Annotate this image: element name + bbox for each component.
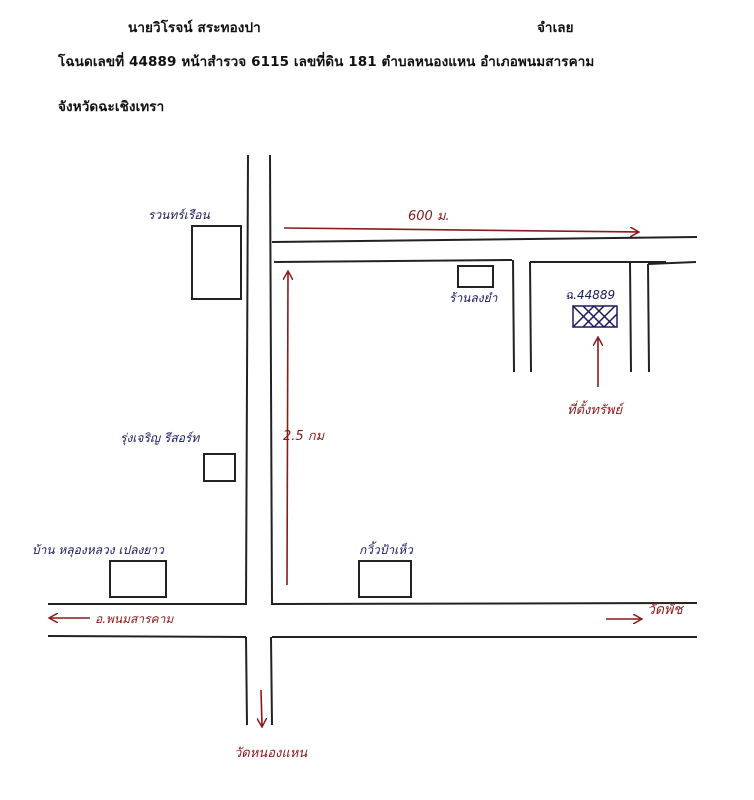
arrow-600m [283, 228, 638, 232]
deed-line: โฉนดเลขที่ 44889 หน้าสำรวจ 6115 เลขที่ดิ… [58, 54, 595, 70]
label-rest-house: รวนทร์เรือน [148, 208, 210, 222]
top-horizontal-road [271, 236, 698, 263]
bottom-right-building [358, 560, 412, 598]
province-line: จังหวัดฉะเชิงเทรา [58, 99, 165, 115]
bottom-horizontal-road [47, 602, 698, 638]
arrow-road-down [261, 689, 262, 726]
label-road-left: อ.พนมสารคาม [95, 612, 174, 626]
village-building [109, 560, 167, 598]
label-distance: 2.5 กม [283, 429, 326, 444]
label-land-location: ที่ตั้งทรัพย์ [567, 400, 625, 418]
label-bottom-right-house: กวิ้วป้าเห็ว [359, 541, 414, 557]
label-road-right: วัดพัช [647, 602, 684, 618]
annotation-arrows [50, 228, 641, 726]
label-top-shop: ร้านลงยำ [449, 291, 499, 305]
side-roads [512, 259, 697, 373]
top-shop-building [457, 265, 494, 288]
label-600m: 600 ม. [408, 209, 450, 224]
defendant-label: จำเลย [537, 20, 574, 36]
main-vertical-road [245, 154, 273, 726]
owner-name: นายวิโรจน์ สระทองปา [128, 20, 261, 36]
label-road-down: วัดหนองแหน [234, 746, 308, 761]
resort-building [203, 453, 236, 482]
arrow-2-5km [287, 272, 288, 586]
subject-land-plot [572, 305, 618, 328]
label-resort: รุ่งเจริญ รีสอร์ท [120, 431, 200, 446]
label-village: บ้าน หลุองหลวง เปลงยาว [32, 543, 165, 558]
rest-house-building [191, 225, 242, 300]
label-deed-number: ฉ.44889 [565, 288, 615, 302]
